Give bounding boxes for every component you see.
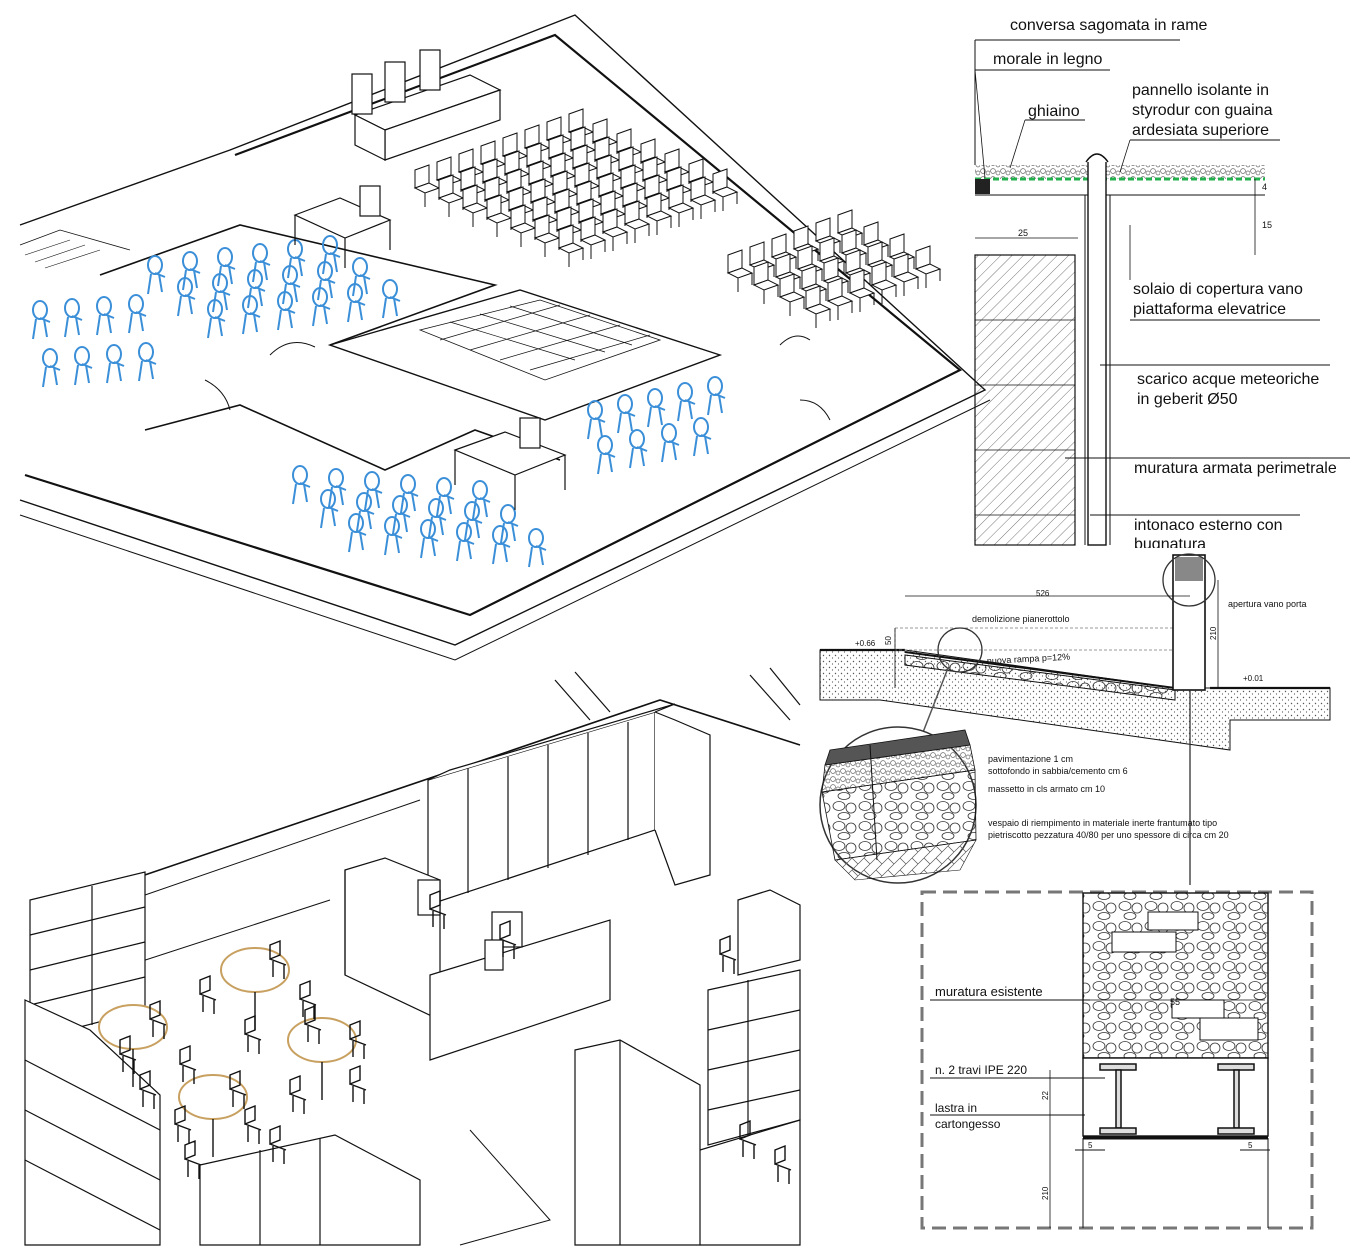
label-drain-1: scarico acque meteoriche bbox=[1137, 371, 1319, 388]
label-beams: n. 2 travi IPE 220 bbox=[935, 1063, 1027, 1077]
label-masonry: muratura armata perimetrale bbox=[1134, 460, 1337, 477]
bookshelves-right bbox=[707, 969, 801, 1146]
dim-55: 55 bbox=[1170, 997, 1180, 1007]
dim-22: 22 bbox=[1041, 1091, 1050, 1100]
isometric-classroom-plan bbox=[19, 14, 991, 661]
classroom-chairs-blue bbox=[32, 235, 726, 568]
wood-batten bbox=[975, 179, 990, 194]
ramp-section-detail: 526 demolizione pianerottolo apertura va… bbox=[819, 553, 1331, 885]
label-panel-2: styrodur con guaina bbox=[1132, 102, 1273, 119]
level-left: +0.66 bbox=[855, 639, 876, 648]
label-wood-batten: morale in legno bbox=[993, 51, 1103, 68]
label-board-1: lastra in bbox=[935, 1101, 977, 1115]
label-copper-flashing: conversa sagomata in rame bbox=[1010, 17, 1208, 34]
label-plaster-1: intonaco esterno con bbox=[1134, 517, 1283, 534]
label-slab-2: piattaforma elevatrice bbox=[1133, 301, 1286, 318]
dim-5-right: 5 bbox=[1248, 1141, 1253, 1150]
bookshelves-bottom bbox=[199, 1039, 701, 1246]
dim-25: 25 bbox=[1018, 228, 1028, 238]
dim-4: 4 bbox=[1262, 182, 1267, 192]
round-tables bbox=[98, 947, 357, 1157]
auditorium-seating bbox=[413, 108, 739, 267]
auditorium-seating-right bbox=[726, 209, 942, 328]
wall-left-room bbox=[99, 224, 498, 346]
demolition-landing bbox=[894, 627, 1176, 651]
wardrobe-wall bbox=[427, 703, 711, 906]
label-existing-masonry: muratura esistente bbox=[935, 984, 1043, 999]
label-substrate: sottofondo in sabbia/cemento cm 6 bbox=[988, 766, 1128, 776]
label-panel-1: pannello isolante in bbox=[1132, 82, 1269, 99]
teacher-tables bbox=[293, 185, 567, 510]
dim-526: 526 bbox=[1036, 589, 1050, 598]
label-screed: massetto in cls armato cm 10 bbox=[988, 784, 1105, 794]
detail-frame bbox=[920, 890, 1314, 1230]
lintel-detail: 55 22 5 5 210 muratura esistente n. 2 tr… bbox=[920, 890, 1314, 1230]
isometric-library bbox=[24, 667, 801, 1246]
library-chairs bbox=[119, 889, 792, 1184]
ramp-fill bbox=[904, 654, 1176, 701]
dim-210: 210 bbox=[1041, 1186, 1050, 1200]
perimeter-masonry bbox=[974, 254, 1076, 546]
ipe-beam-right bbox=[1217, 1063, 1255, 1135]
bookshelves-left bbox=[24, 871, 161, 1246]
stair-core bbox=[327, 289, 723, 421]
building-outline bbox=[19, 14, 987, 646]
lecture-desk bbox=[351, 49, 502, 161]
exterior-wall bbox=[24, 33, 963, 617]
label-paving: pavimentazione 1 cm bbox=[988, 754, 1073, 764]
ipe-beam-left bbox=[1099, 1063, 1137, 1135]
level-right: +0.01 bbox=[1243, 674, 1264, 683]
drain-pipe bbox=[1087, 159, 1107, 546]
label-demolition: demolizione pianerottolo bbox=[972, 614, 1070, 624]
dim-5-left: 5 bbox=[1088, 1141, 1093, 1150]
dim-15: 15 bbox=[1262, 220, 1272, 230]
label-drain-2: in geberit Ø50 bbox=[1137, 391, 1238, 408]
stair-treads bbox=[418, 299, 662, 381]
label-door-opening: apertura vano porta bbox=[1228, 599, 1307, 609]
label-fill-1: vespaio di riempimento in materiale iner… bbox=[988, 818, 1217, 828]
label-new-ramp: nuova rampa p=12% bbox=[987, 652, 1071, 666]
reception-desk bbox=[344, 857, 611, 1061]
roof-drain-detail: conversa sagomata in rame morale in legn… bbox=[974, 17, 1350, 553]
dim-210-door: 210 bbox=[1209, 626, 1218, 640]
label-board-2: cartongesso bbox=[935, 1117, 1001, 1131]
label-fill-2: pietriscotto pezzatura 40/80 per uno spe… bbox=[988, 830, 1229, 840]
label-gravel: ghiaino bbox=[1028, 103, 1080, 120]
label-panel-3: ardesiata superiore bbox=[1132, 122, 1269, 139]
slab-edge bbox=[19, 399, 991, 661]
dim-50: 50 bbox=[884, 636, 893, 645]
label-slab-1: solaio di copertura vano bbox=[1133, 281, 1303, 298]
